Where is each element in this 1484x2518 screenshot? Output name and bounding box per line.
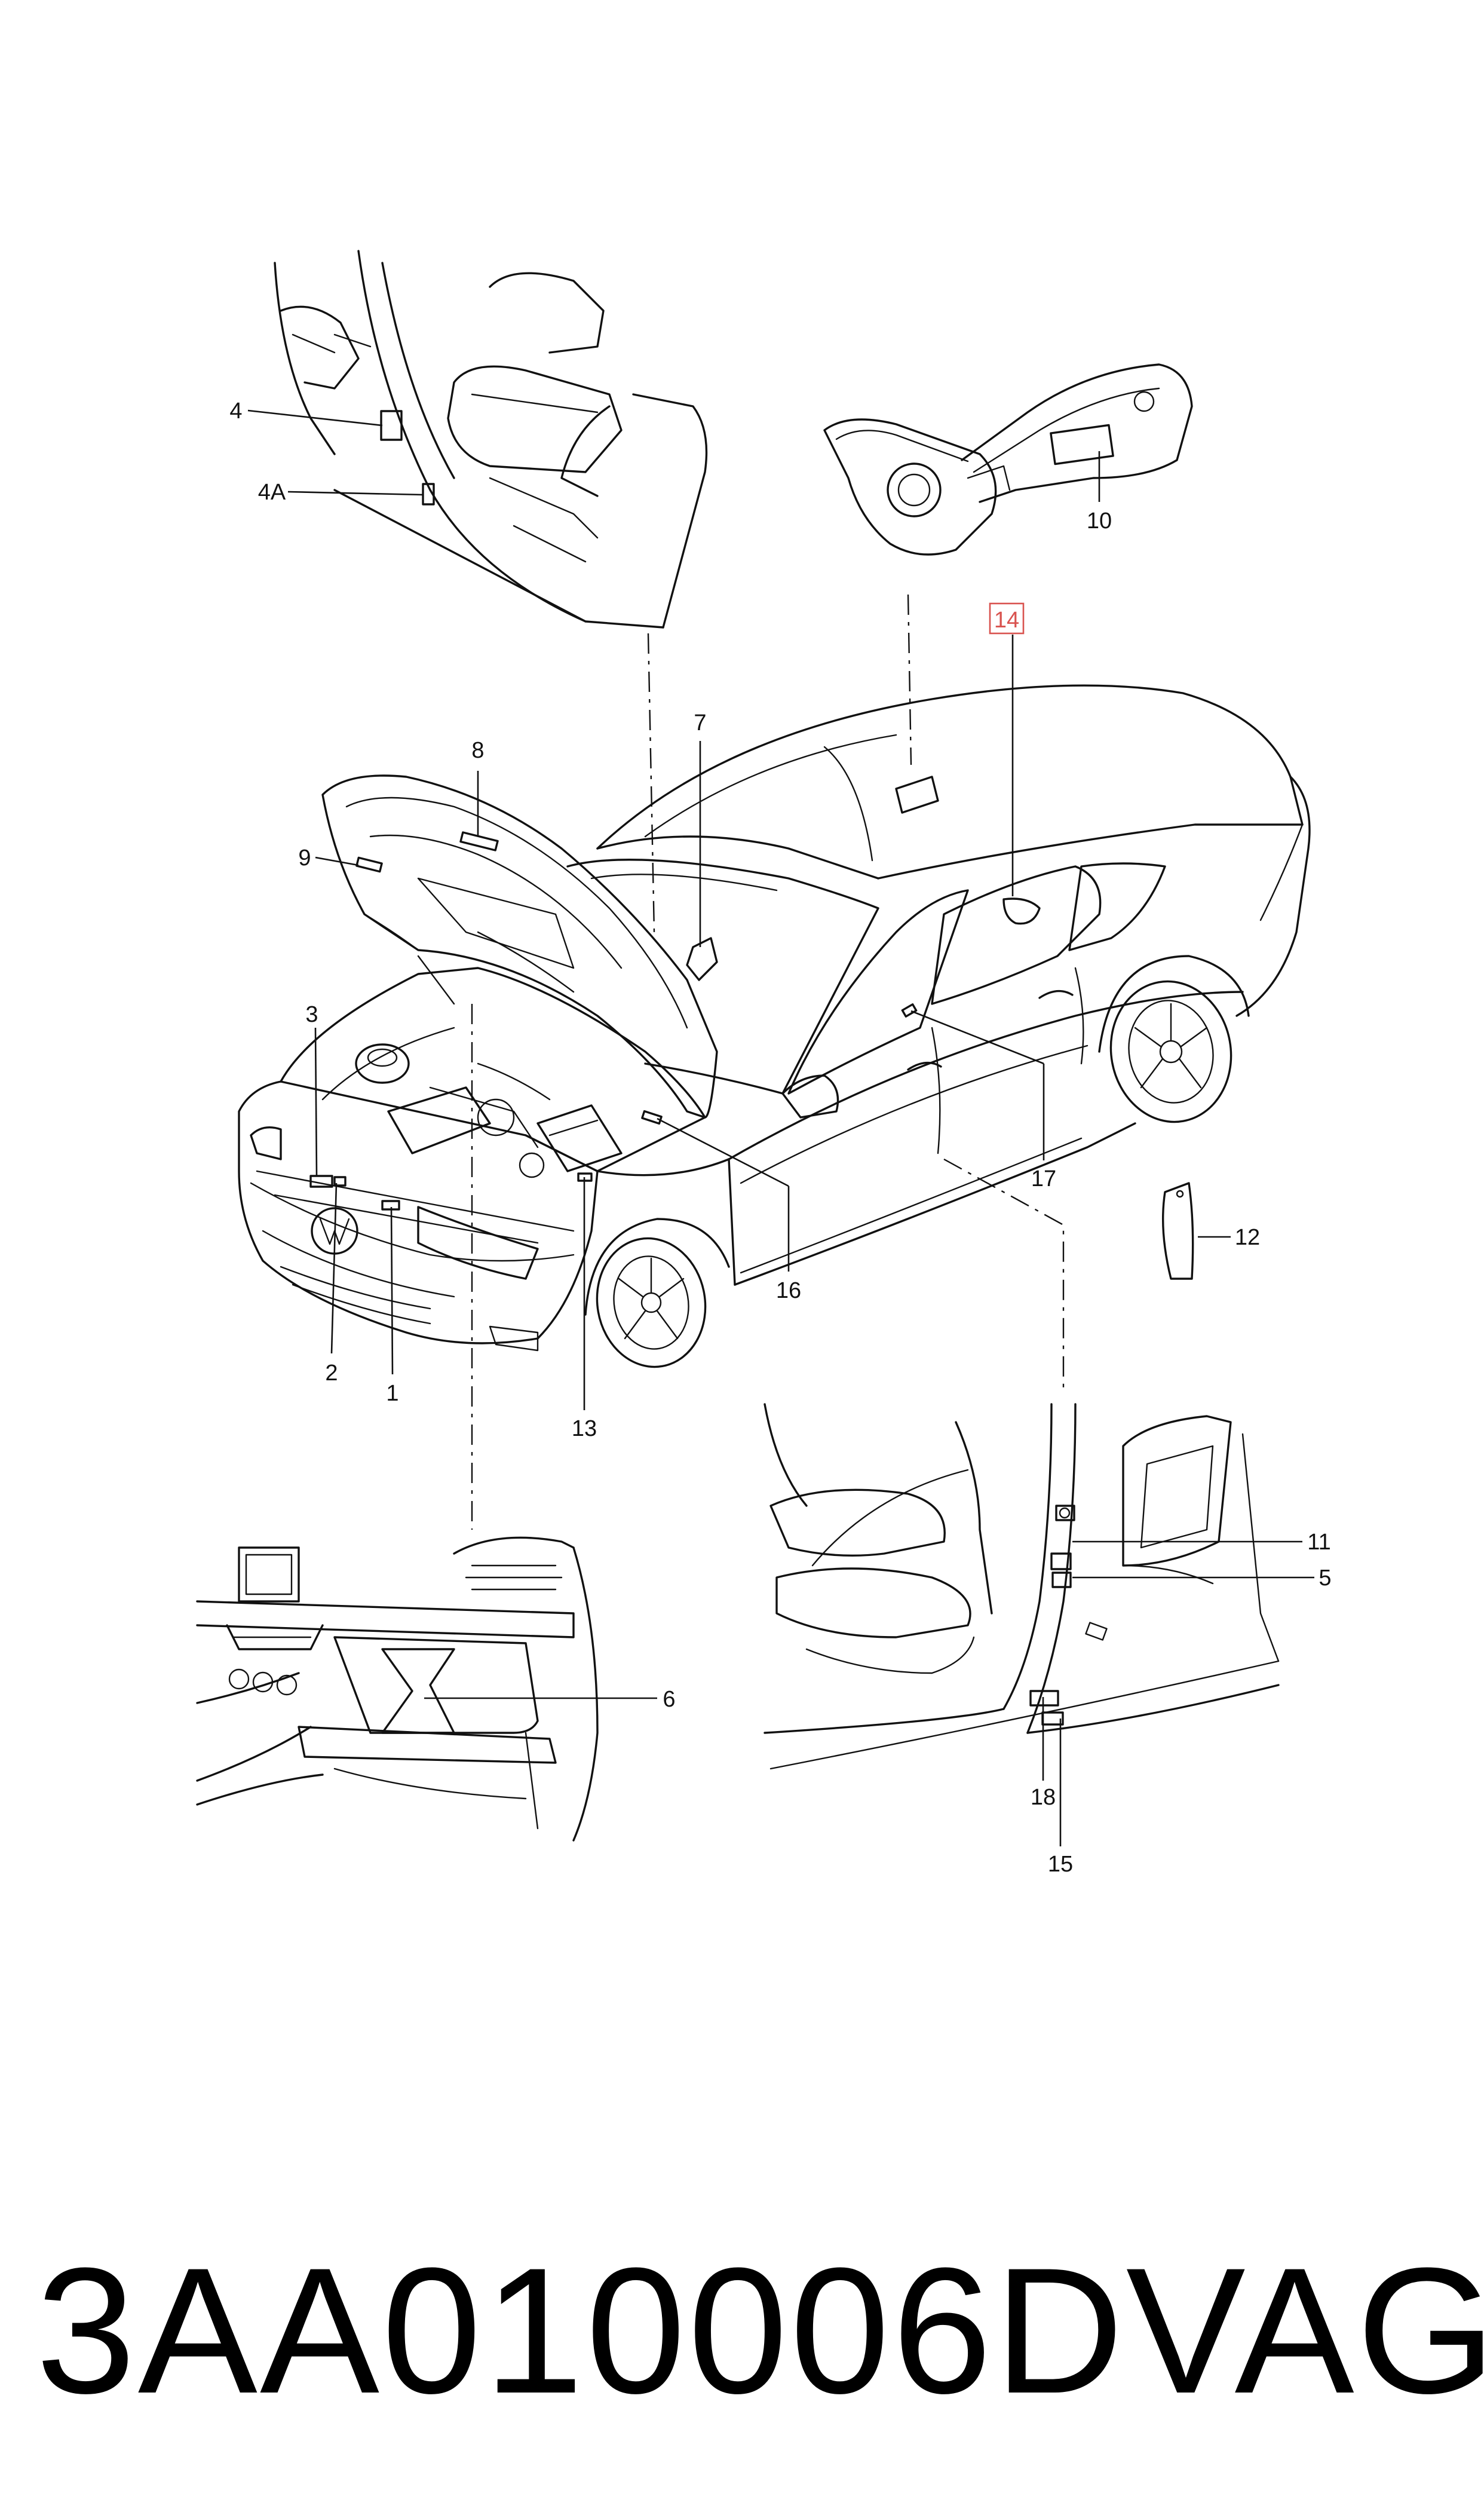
callout-14: 14 xyxy=(994,608,1019,633)
door-sill-inset xyxy=(764,1403,1280,1770)
callout-14-highlight xyxy=(989,602,1025,635)
callout-1: 1 xyxy=(386,1381,398,1406)
callout-7: 7 xyxy=(694,710,706,736)
leader-lines xyxy=(247,409,1314,1846)
callout-2: 2 xyxy=(325,1361,338,1386)
loose-label-12 xyxy=(1161,1182,1194,1280)
callout-18: 18 xyxy=(1031,1785,1056,1810)
engine-bay xyxy=(280,774,718,1211)
footer: 3AA010006D VAG xyxy=(36,2223,1484,2438)
windshield-label xyxy=(686,937,718,981)
callout-11: 11 xyxy=(1307,1530,1330,1555)
door-pillar-inset xyxy=(274,250,708,629)
part-number: 3AA010006D xyxy=(36,2230,1126,2431)
glovebox-inset xyxy=(196,1536,599,1842)
callout-12: 12 xyxy=(1235,1225,1260,1250)
callout-17: 17 xyxy=(1031,1166,1056,1191)
callout-13: 13 xyxy=(572,1416,597,1441)
callout-6: 6 xyxy=(663,1687,675,1712)
callout-8: 8 xyxy=(471,738,484,763)
reference-lines xyxy=(471,594,1065,1530)
callout-9: 9 xyxy=(298,846,311,871)
callout-16: 16 xyxy=(776,1278,801,1303)
cowl-label xyxy=(641,1110,663,1125)
callout-10: 10 xyxy=(1087,508,1112,534)
side-glass-label xyxy=(1002,897,1041,925)
brand-label: VAG xyxy=(1126,2230,1484,2431)
pillar-label xyxy=(901,1003,918,1018)
callout-4: 4 xyxy=(229,399,242,424)
callout-5: 5 xyxy=(1319,1566,1331,1591)
callout-4a: 4A xyxy=(258,480,286,505)
fuel-flap-inset xyxy=(823,363,1193,556)
callout-15: 15 xyxy=(1048,1852,1073,1877)
callouts: 4 4A 10 14 8 7 9 3 17 12 16 2 1 13 6 11 … xyxy=(229,399,1331,1877)
callout-3: 3 xyxy=(305,1002,318,1027)
car-body xyxy=(238,684,1311,1368)
